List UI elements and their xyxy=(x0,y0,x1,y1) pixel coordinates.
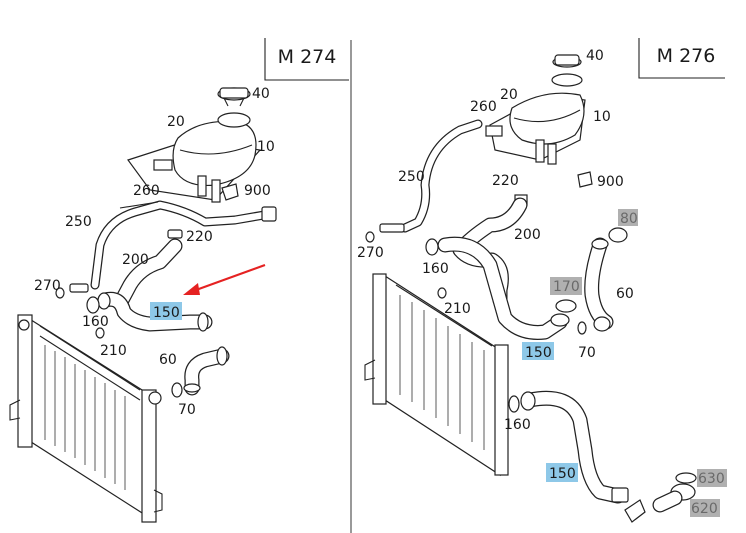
label-210: 210 xyxy=(100,343,127,359)
label-630-right: 630 xyxy=(698,471,725,487)
label-20: 20 xyxy=(167,114,185,130)
highlight-150a-right xyxy=(522,342,554,360)
hose-200 xyxy=(114,238,183,308)
label-250: 250 xyxy=(65,214,92,230)
label-900-right: 900 xyxy=(597,174,624,190)
label-150: 150 xyxy=(153,305,180,321)
hose-150a-right xyxy=(437,236,570,340)
hose-250-right xyxy=(379,119,483,233)
ring-270-right xyxy=(365,231,375,243)
label-200: 200 xyxy=(122,252,149,268)
hose-150b-right xyxy=(520,390,696,523)
label-260: 260 xyxy=(133,183,160,199)
label-900: 900 xyxy=(244,183,271,199)
highlight-150b-right xyxy=(546,463,578,482)
highlight-150-left xyxy=(150,302,182,320)
title-box-m276 xyxy=(638,38,725,79)
clip-220-left xyxy=(167,229,183,239)
label-250-right: 250 xyxy=(398,169,425,185)
label-40-right: 40 xyxy=(586,48,604,64)
label-200-right: 200 xyxy=(514,227,541,243)
ring-210-right xyxy=(437,287,447,299)
label-70: 70 xyxy=(178,402,196,418)
label-620-right: 620 xyxy=(691,501,718,517)
label-80-right: 80 xyxy=(620,211,638,227)
label-220: 220 xyxy=(186,229,213,245)
label-210-right: 210 xyxy=(444,301,471,317)
label-20-right: 20 xyxy=(500,87,518,103)
panel-m274: M 274 xyxy=(9,38,349,523)
radiator-right xyxy=(364,273,509,477)
title-m274: M 274 xyxy=(278,46,337,68)
title-box-m274 xyxy=(264,38,349,81)
ring-630-right xyxy=(675,472,697,484)
highlight-170-right xyxy=(550,277,582,295)
ring-80-right xyxy=(608,227,628,243)
label-270-right: 270 xyxy=(357,245,384,261)
label-10-right: 10 xyxy=(593,109,611,125)
ring-270-left xyxy=(55,287,65,299)
label-170-right: 170 xyxy=(553,279,580,295)
highlight-80-right xyxy=(618,209,638,226)
ring-210-left xyxy=(95,327,105,339)
ring-160b-right xyxy=(508,395,520,413)
label-40: 40 xyxy=(252,86,270,102)
hose-250 xyxy=(69,200,277,293)
label-220-right: 220 xyxy=(492,173,519,189)
label-150a-right: 150 xyxy=(525,345,552,361)
label-160: 160 xyxy=(82,314,109,330)
label-160b-right: 160 xyxy=(504,417,531,433)
label-270: 270 xyxy=(34,278,61,294)
title-m276: M 276 xyxy=(657,45,716,67)
label-10: 10 xyxy=(257,139,275,155)
hose-60-right xyxy=(584,237,614,332)
label-150b-right: 150 xyxy=(549,466,576,482)
label-60: 60 xyxy=(159,352,177,368)
expansion-tank xyxy=(127,87,262,203)
highlight-630-right xyxy=(697,469,727,487)
radiator xyxy=(9,314,163,523)
label-60-right: 60 xyxy=(616,286,634,302)
expansion-tank-right xyxy=(485,54,593,206)
label-160-right: 160 xyxy=(422,261,449,277)
ring-160-left xyxy=(86,296,100,314)
panel-m276: M 276 xyxy=(357,38,727,523)
ring-70-left xyxy=(171,382,183,398)
ring-170-right xyxy=(555,299,577,313)
pointer-arrow xyxy=(183,263,266,295)
label-70-right: 70 xyxy=(578,345,596,361)
ring-160-right xyxy=(425,238,439,256)
highlight-620-right xyxy=(690,499,720,517)
hose-60 xyxy=(183,346,230,396)
ring-70-right xyxy=(577,321,587,335)
label-260-right: 260 xyxy=(470,99,497,115)
